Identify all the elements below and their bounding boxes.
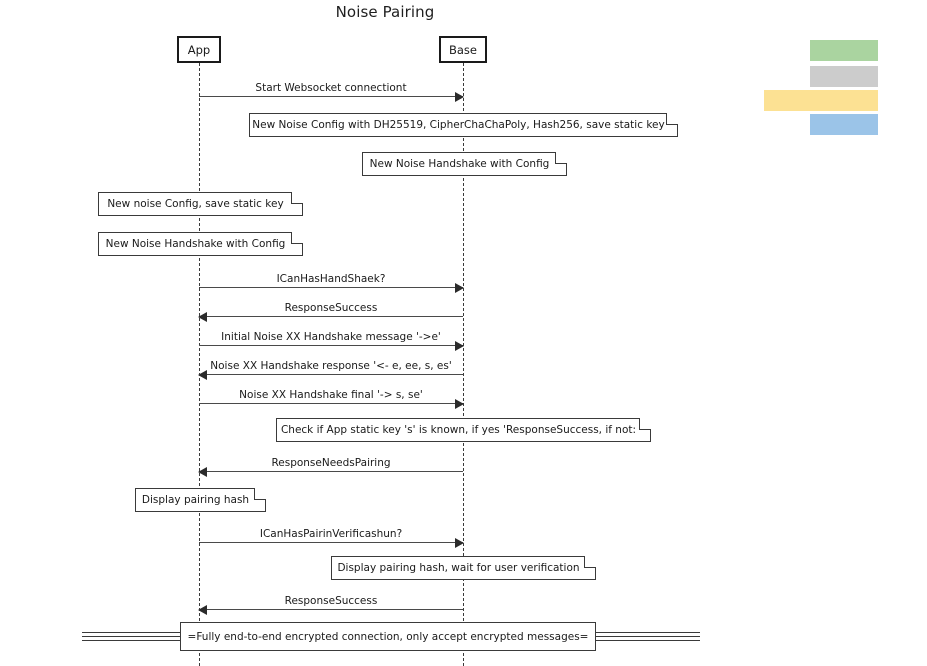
arrow-head-icon: [198, 370, 207, 380]
message-label: Noise XX Handshake response '<- e, ee, s…: [210, 360, 452, 372]
message-arrow: [198, 467, 463, 477]
note-text: Check if App static key 's' is known, if…: [280, 424, 637, 436]
message-label: Noise XX Handshake final '-> s, se': [239, 389, 423, 401]
participant-app[interactable]: App: [177, 36, 221, 63]
note-box: New noise Config, save static key: [98, 192, 303, 216]
message-label: ICanHasPairinVerificashun?: [259, 528, 403, 540]
note-text: New noise Config, save static key: [107, 198, 284, 210]
message-arrow: [199, 341, 464, 351]
page-title: Noise Pairing: [335, 3, 435, 21]
message-arrow: [199, 538, 464, 548]
swatch-green: [810, 40, 878, 61]
arrow-head-icon: [455, 283, 464, 293]
message-arrow: [199, 283, 464, 293]
arrow-head-icon: [198, 467, 207, 477]
arrow-head-icon: [198, 605, 207, 615]
divider-rail-left: [82, 640, 181, 641]
note-box: New Noise Config with DH25519, CipherCha…: [249, 113, 678, 137]
message-label: ResponseSuccess: [284, 595, 378, 607]
message-arrow: [199, 92, 464, 102]
note-fold-corner-icon: [584, 556, 596, 568]
message-label: Initial Noise XX Handshake message '->e': [221, 331, 441, 343]
swatch-gray: [810, 66, 878, 87]
note-text: New Noise Handshake with Config: [369, 158, 550, 170]
note-fold-corner-icon: [639, 418, 651, 430]
divider-box: =Fully end-to-end encrypted connection, …: [180, 622, 596, 651]
note-box: Display pairing hash, wait for user veri…: [331, 556, 596, 580]
divider-label: =Fully end-to-end encrypted connection, …: [187, 630, 589, 643]
arrow-head-icon: [455, 538, 464, 548]
note-box: Display pairing hash: [135, 488, 266, 512]
note-fold-corner-icon: [555, 152, 567, 164]
message-arrow: [199, 399, 464, 409]
arrow-head-icon: [455, 341, 464, 351]
divider-rail-right: [595, 632, 700, 633]
swatch-blue: [810, 114, 878, 135]
message-arrow: [198, 370, 463, 380]
note-text: Display pairing hash: [141, 494, 250, 506]
note-text: Display pairing hash, wait for user veri…: [337, 562, 580, 574]
note-box: New Noise Handshake with Config: [98, 232, 303, 256]
divider-rail-right: [595, 636, 700, 637]
divider-rail-right: [595, 640, 700, 641]
arrow-head-icon: [455, 92, 464, 102]
lifeline-app: [199, 63, 200, 666]
note-text: New Noise Config with DH25519, CipherCha…: [252, 119, 665, 131]
message-arrow: [198, 312, 463, 322]
participant-base-label: Base: [448, 42, 477, 57]
note-fold-corner-icon: [254, 488, 266, 500]
message-label: ICanHasHandShaek?: [276, 273, 386, 285]
note-fold-corner-icon: [291, 232, 303, 244]
divider-rail-left: [82, 636, 181, 637]
message-label: ResponseNeedsPairing: [271, 457, 391, 469]
message-label: Start Websocket connectiont: [255, 82, 407, 94]
note-box: Check if App static key 's' is known, if…: [276, 418, 651, 442]
participant-base[interactable]: Base: [439, 36, 487, 63]
swatch-yellow: [764, 90, 878, 111]
note-text: New Noise Handshake with Config: [105, 238, 286, 250]
arrow-head-icon: [198, 312, 207, 322]
participant-app-label: App: [187, 42, 211, 57]
arrow-head-icon: [455, 399, 464, 409]
message-label: ResponseSuccess: [284, 302, 378, 314]
note-fold-corner-icon: [666, 113, 678, 125]
divider-rail-left: [82, 632, 181, 633]
note-fold-corner-icon: [291, 192, 303, 204]
message-arrow: [198, 605, 463, 615]
lifeline-base: [463, 63, 464, 666]
note-box: New Noise Handshake with Config: [362, 152, 567, 176]
